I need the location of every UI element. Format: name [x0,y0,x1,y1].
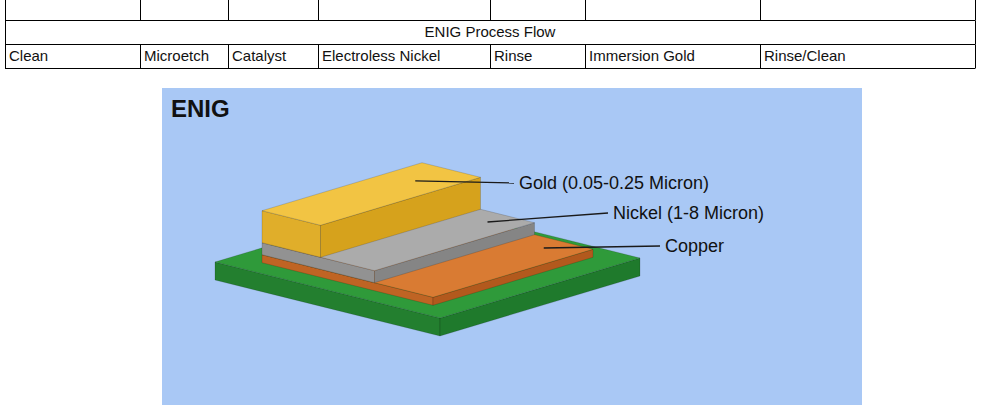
gold-layer-top [262,163,481,226]
table-cell: Microetch [141,44,228,68]
table-header: ENIG Process Flow [5,20,975,44]
table-cell: Rinse [491,44,585,68]
background-panel [162,88,862,405]
layer-label: Gold (0.05-0.25 Micron) [519,171,709,195]
table-grid [5,0,976,69]
table-cell: Catalyst [229,44,318,68]
table-rule [975,0,976,21]
leader-line [488,213,609,222]
table-rule [490,0,491,21]
table-rule [760,0,761,21]
panel-title: ENIG [171,94,230,124]
table-rule [5,21,6,45]
table-rule [585,0,586,21]
table-rule [318,45,319,69]
table-cell: Rinse/Clean [761,44,975,68]
leader-line [544,246,660,248]
table-rule [228,45,229,69]
table-rule [585,45,586,69]
table-rule [5,0,6,21]
table-cell: Immersion Gold [586,44,760,68]
layer-label: Copper [665,234,724,258]
table-cell: Clean [6,44,140,68]
leader-line [415,181,514,183]
table-rule [228,0,229,21]
table-cell: Electroless Nickel [319,44,490,68]
table-rule [490,45,491,69]
table-rule [140,45,141,69]
table-rule [975,21,976,45]
table-rule [5,45,6,69]
layer-label: Nickel (1-8 Micron) [613,201,764,225]
table-rule [975,45,976,69]
table-rule [140,0,141,21]
table-rule [760,45,761,69]
table-rule [318,0,319,21]
